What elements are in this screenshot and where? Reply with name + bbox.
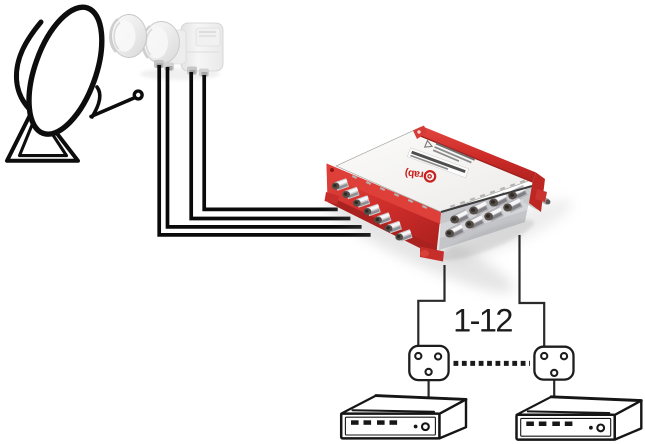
svg-text:rab): rab): [404, 167, 424, 181]
svg-text:1-12: 1-12: [453, 303, 512, 339]
